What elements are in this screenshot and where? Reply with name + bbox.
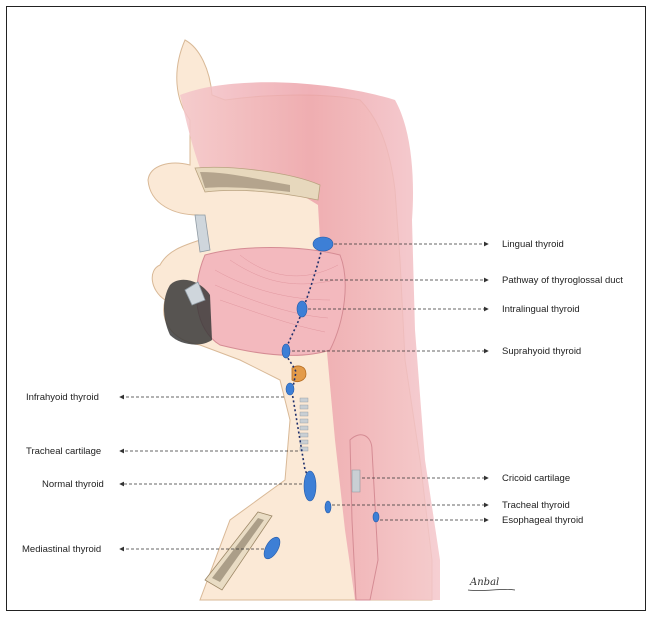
intralingual-thyroid-mark [297,301,307,317]
esophageal-thyroid-mark [373,512,379,522]
label-normal-thyroid: Normal thyroid [42,479,104,490]
normal-thyroid-mark [304,471,316,501]
label-lingual-thyroid: Lingual thyroid [502,239,564,250]
signature-underline [468,589,515,590]
label-esophageal-thyroid: Esophageal thyroid [502,515,583,526]
suprahyoid-thyroid-mark [282,344,290,358]
label-intralingual-thyroid: Intralingual thyroid [502,304,580,315]
label-cricoid-cartilage: Cricoid cartilage [502,473,570,484]
label-suprahyoid-thyroid: Suprahyoid thyroid [502,346,581,357]
label-tracheal-thyroid: Tracheal thyroid [502,500,570,511]
cricoid-cartilage [352,470,360,492]
label-tracheal-cartilage: Tracheal cartilage [26,446,101,457]
lingual-thyroid-mark [313,237,333,251]
label-pathway-thyroglossal-duct: Pathway of thyroglossal duct [502,275,623,286]
label-mediastinal-thyroid: Mediastinal thyroid [22,544,101,555]
infrahyoid-thyroid-mark [286,383,294,395]
artist-signature: Anbal [469,577,499,588]
tongue [197,248,346,356]
label-infrahyoid-thyroid: Infrahyoid thyroid [26,392,99,403]
tracheal-thyroid-mark [325,501,331,513]
